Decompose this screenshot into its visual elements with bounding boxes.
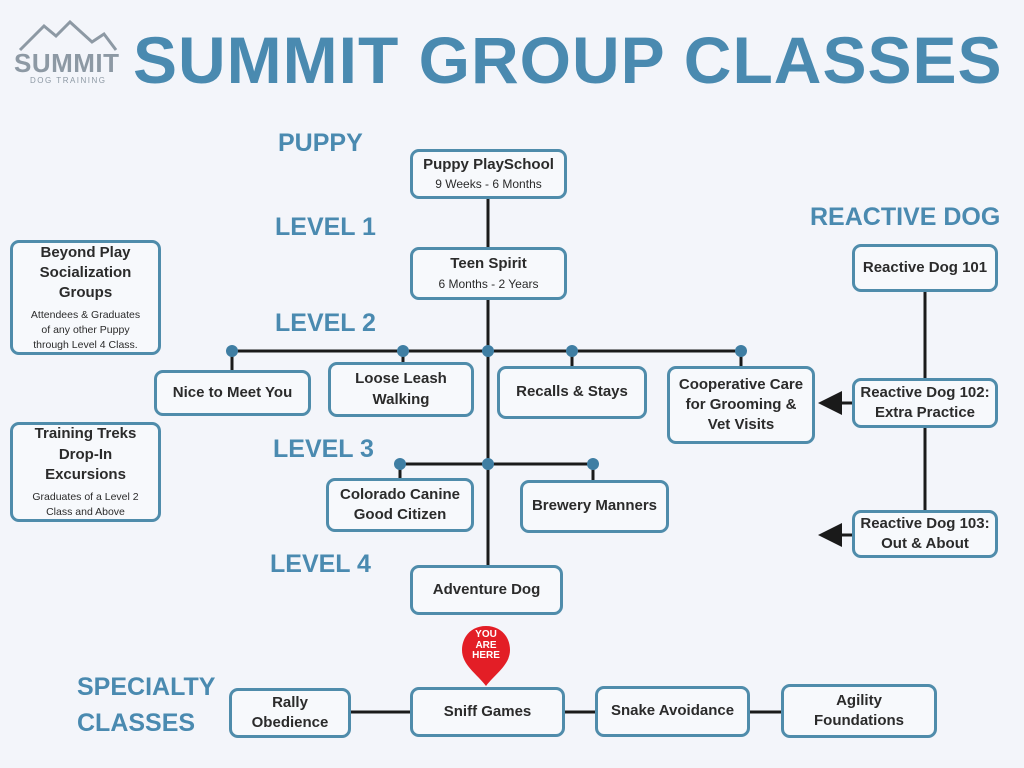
label-level-2: LEVEL 2 [275, 309, 376, 337]
logo-word: SUMMIT [14, 48, 120, 78]
label-level-4: LEVEL 4 [270, 550, 371, 578]
class-reactive-dog-103[interactable]: Reactive Dog 103: Out & About [852, 510, 998, 558]
class-teen-spirit[interactable]: Teen Spirit 6 Months - 2 Years [410, 247, 567, 300]
class-beyond-play-socialization[interactable]: Beyond Play Socialization Groups Attende… [10, 240, 161, 355]
junction-dot [482, 458, 494, 470]
junction-dot [566, 345, 578, 357]
map-pin-icon [462, 626, 510, 686]
training-treks-note: Graduates of a Level 2 Class and Above [32, 491, 139, 518]
junction-dot [226, 345, 238, 357]
class-rally-obedience[interactable]: Rally Obedience [229, 688, 351, 738]
junction-dot [735, 345, 747, 357]
class-reactive-dog-102[interactable]: Reactive Dog 102: Extra Practice [852, 378, 998, 428]
junction-dot [394, 458, 406, 470]
page-title: SUMMIT GROUP CLASSES [133, 23, 1003, 97]
beyond-play-note: Attendees & Graduates of any other Puppy… [30, 309, 141, 351]
logo-subtitle: DOG TRAINING [30, 76, 107, 85]
label-level-1: LEVEL 1 [275, 213, 376, 241]
marker-text: YOU ARE HERE [472, 629, 500, 661]
class-loose-leash-walking[interactable]: Loose Leash Walking [328, 362, 474, 417]
junction-dot [482, 345, 494, 357]
you-are-here-marker: YOU ARE HERE [459, 624, 513, 688]
class-nice-to-meet-you[interactable]: Nice to Meet You [154, 370, 311, 416]
class-training-treks[interactable]: Training Treks Drop-In Excursions Gradua… [10, 422, 161, 522]
label-reactive-dog: REACTIVE DOG [810, 203, 1001, 231]
class-sniff-games[interactable]: Sniff Games [410, 687, 565, 737]
summit-logo: SUMMIT DOG TRAINING [12, 20, 120, 100]
class-agility-foundations[interactable]: Agility Foundations [781, 684, 937, 738]
class-snake-avoidance[interactable]: Snake Avoidance [595, 686, 750, 737]
label-level-3: LEVEL 3 [273, 435, 374, 463]
class-adventure-dog[interactable]: Adventure Dog [410, 565, 563, 615]
junction-dot [397, 345, 409, 357]
class-puppy-playschool[interactable]: Puppy PlaySchool 9 Weeks - 6 Months [410, 149, 567, 199]
class-reactive-dog-101[interactable]: Reactive Dog 101 [852, 244, 998, 292]
label-specialty: SPECIALTY CLASSES [77, 673, 216, 737]
junction-dot [587, 458, 599, 470]
class-colorado-canine-good-citizen[interactable]: Colorado Canine Good Citizen [326, 478, 474, 532]
class-recalls-and-stays[interactable]: Recalls & Stays [497, 366, 647, 419]
class-cooperative-care[interactable]: Cooperative Care for Grooming & Vet Visi… [667, 366, 815, 444]
label-puppy: PUPPY [278, 129, 363, 157]
mountain-icon [18, 20, 118, 52]
class-brewery-manners[interactable]: Brewery Manners [520, 480, 669, 533]
